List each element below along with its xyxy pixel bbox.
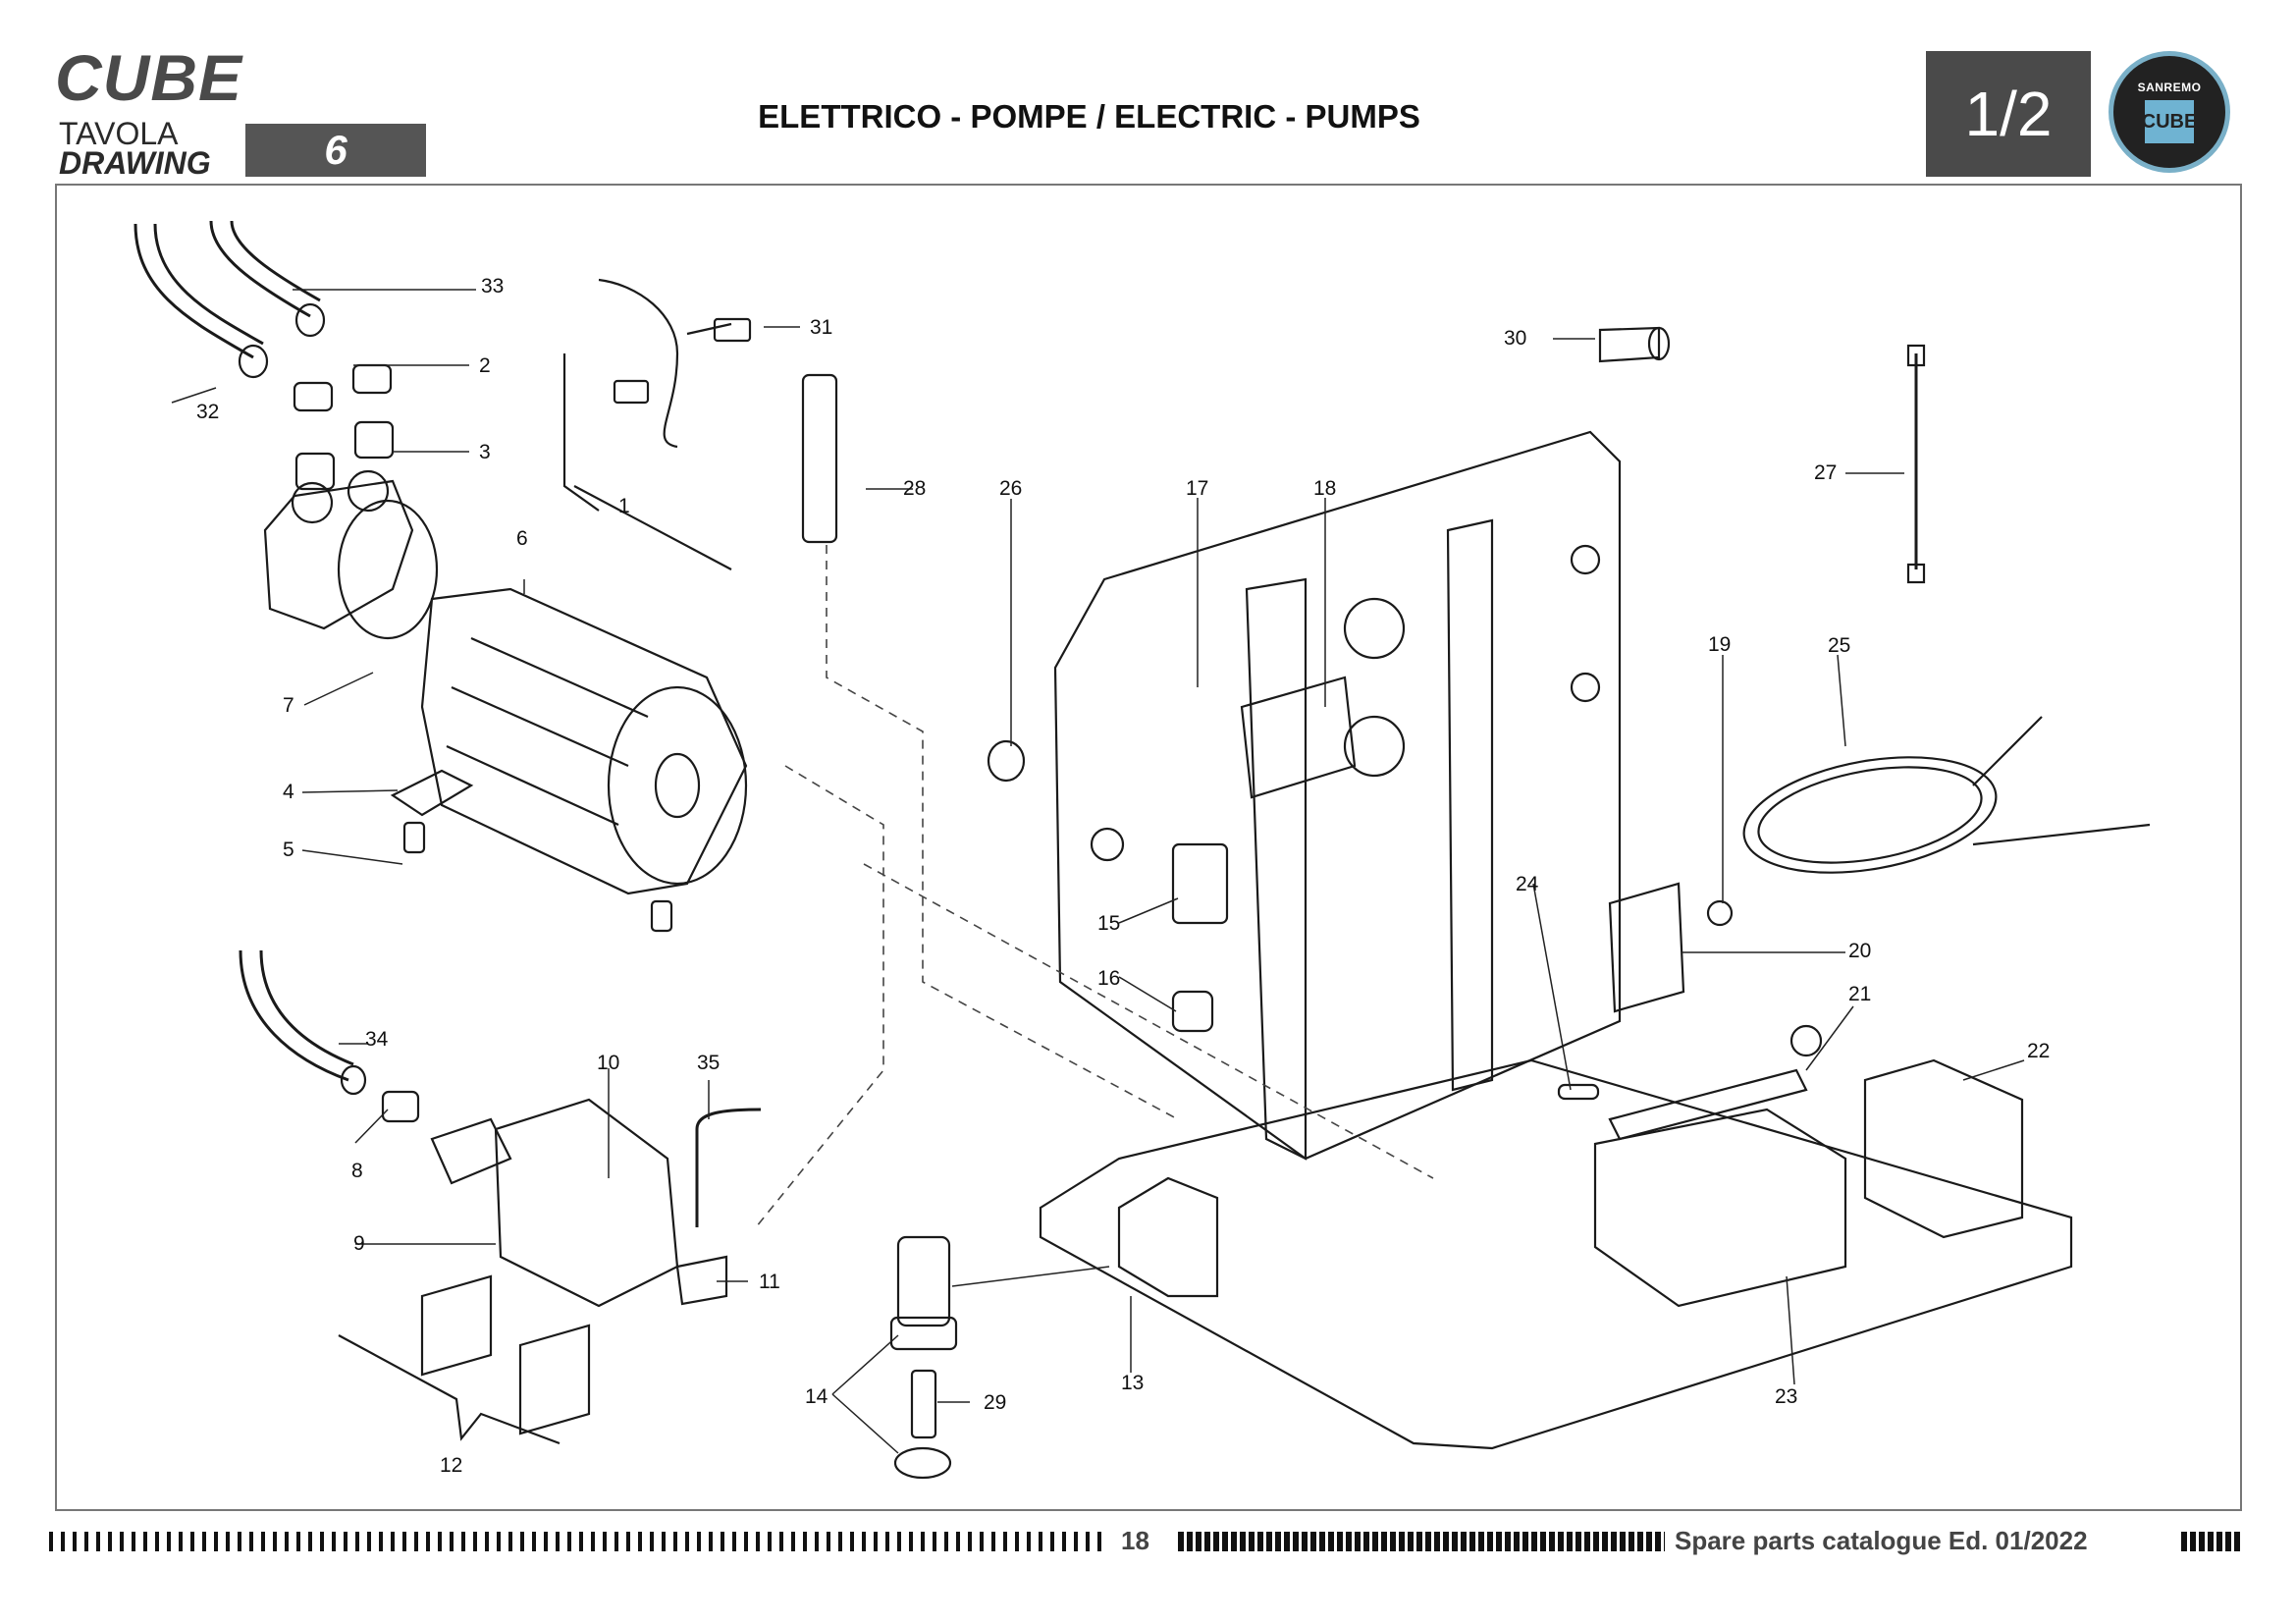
callout-8: 8 (351, 1160, 363, 1182)
footer-ticks-left (49, 1532, 1107, 1551)
hose-33 (209, 220, 311, 318)
page-title: ELETTRICO - POMPE / ELECTRIC - PUMPS (758, 98, 1420, 135)
catalogue-edition: Spare parts catalogue Ed. 01/2022 (1675, 1526, 2088, 1555)
sheet-number: 1/2 (1964, 79, 2053, 149)
footer-ticks-right (2181, 1532, 2242, 1551)
callout-13: 13 (1121, 1372, 1145, 1394)
callout-5: 5 (283, 839, 294, 861)
drawing-label-en: DRAWING (59, 145, 211, 181)
callout-10: 10 (597, 1052, 620, 1074)
logo-mark: CUBE (2142, 100, 2197, 143)
pump-head (263, 479, 414, 630)
callout-16: 16 (1097, 967, 1121, 990)
relay-22 (1863, 1058, 2024, 1239)
callout-33: 33 (481, 275, 505, 298)
electronic-box-23 (1593, 1108, 1847, 1308)
callout-22: 22 (2027, 1040, 2051, 1062)
callout-18: 18 (1313, 477, 1337, 500)
drawing-number: 6 (324, 127, 347, 173)
callout-19: 19 (1708, 633, 1732, 656)
pump-motor (420, 587, 748, 895)
sheet-indicator: 1/2 (1926, 51, 2091, 177)
logo-brand-text: SANREMO (2137, 81, 2202, 94)
drawing-label-it: TAVOLA (59, 116, 179, 151)
callout-15: 15 (1097, 912, 1121, 935)
callout-7: 7 (283, 694, 294, 717)
drawing-frame (55, 184, 2242, 1511)
callout-24: 24 (1516, 873, 1539, 895)
page-number: 18 (1121, 1526, 1149, 1555)
callout-21: 21 (1848, 983, 1872, 1005)
pcb-20 (1608, 882, 1685, 1013)
callout-30: 30 (1504, 327, 1527, 350)
model-name: CUBE (55, 41, 243, 114)
callout-32: 32 (196, 401, 220, 423)
callout-20: 20 (1848, 940, 1872, 962)
callout-25: 25 (1828, 634, 1851, 657)
brand-logo: SANREMO CUBE (2109, 51, 2230, 173)
hose-32 (133, 223, 254, 359)
callout-35: 35 (697, 1052, 721, 1074)
hose-35 (695, 1108, 762, 1227)
callout-1: 1 (618, 495, 630, 517)
callout-6: 6 (516, 527, 528, 550)
callout-9: 9 (353, 1232, 365, 1255)
callout-11: 11 (759, 1271, 780, 1293)
vibration-pump (494, 1098, 679, 1308)
callout-3: 3 (479, 441, 491, 463)
callout-14: 14 (805, 1385, 828, 1408)
callout-28: 28 (903, 477, 927, 500)
drawing-number-badge: 6 (245, 124, 426, 177)
callout-27: 27 (1814, 461, 1838, 484)
chassis-base (1039, 1058, 2073, 1450)
hose-34 (239, 949, 349, 1082)
callout-23: 23 (1775, 1385, 1798, 1408)
page-footer: 18 Spare parts catalogue Ed. 01/2022 (49, 1524, 2248, 1559)
callout-34: 34 (365, 1028, 389, 1051)
callout-26: 26 (999, 477, 1023, 500)
pcb-18 (1240, 676, 1357, 799)
callout-2: 2 (479, 354, 491, 377)
callout-12: 12 (440, 1454, 463, 1477)
footer-ticks-middle (1178, 1532, 1665, 1551)
callout-31: 31 (810, 316, 833, 339)
chassis-back-panel (1053, 430, 1622, 1161)
callout-4: 4 (283, 781, 294, 803)
switch-13 (1117, 1176, 1219, 1298)
callout-29: 29 (984, 1391, 1007, 1414)
callout-17: 17 (1186, 477, 1209, 500)
